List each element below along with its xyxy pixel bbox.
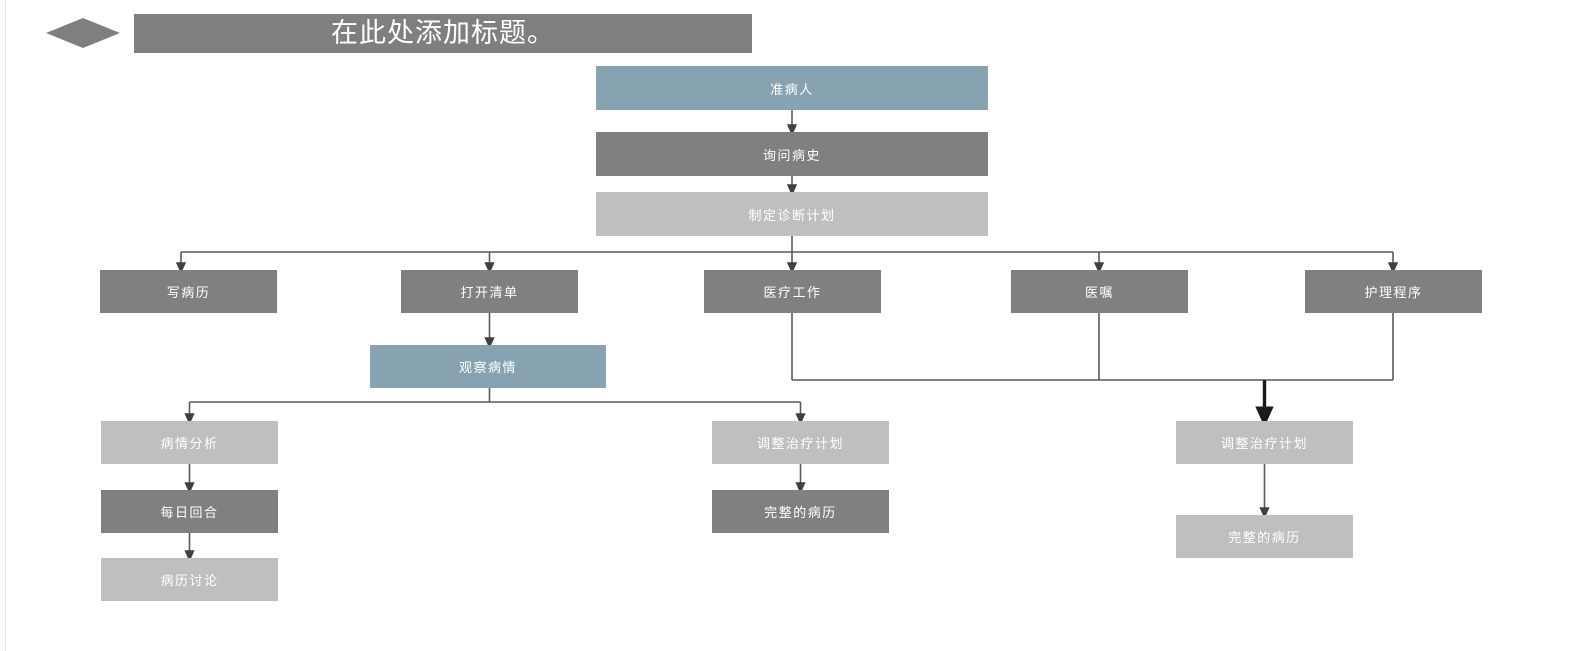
node-tiao-zheng-zhi-liao-ji-hua-right[interactable]: 调整治疗计划 [1176, 421, 1353, 464]
node-wan-zheng-de-bing-li-center[interactable]: 完整的病历 [712, 490, 889, 533]
page-left-rule [5, 0, 6, 651]
page-title: 在此处添加标题。 [331, 18, 555, 48]
node-guan-cha-bing-qing[interactable]: 观察病情 [370, 345, 606, 388]
node-xun-wen-bing-shi[interactable]: 询问病史 [596, 132, 988, 176]
node-yi-liao-gong-zuo[interactable]: 医疗工作 [704, 270, 881, 313]
node-wan-zheng-de-bing-li-right[interactable]: 完整的病历 [1176, 515, 1353, 558]
node-hu-li-cheng-xu[interactable]: 护理程序 [1305, 270, 1482, 313]
node-zhun-bing-ren[interactable]: 准病人 [596, 66, 988, 110]
node-da-kai-qing-dan[interactable]: 打开清单 [401, 270, 578, 313]
diamond-bullet-icon [46, 18, 120, 48]
node-zhi-ding-zhen-duan-ji-hua[interactable]: 制定诊断计划 [596, 192, 988, 236]
title-bar: 在此处添加标题。 [134, 14, 752, 53]
node-tiao-zheng-zhi-liao-ji-hua-center[interactable]: 调整治疗计划 [712, 421, 889, 464]
node-yi-zhu[interactable]: 医嘱 [1011, 270, 1188, 313]
node-bing-li-tao-lun[interactable]: 病历讨论 [101, 558, 278, 601]
node-mei-ri-hui-he[interactable]: 每日回合 [101, 490, 278, 533]
node-xie-bing-li[interactable]: 写病历 [100, 270, 277, 313]
node-bing-qing-fen-xi[interactable]: 病情分析 [101, 421, 278, 464]
